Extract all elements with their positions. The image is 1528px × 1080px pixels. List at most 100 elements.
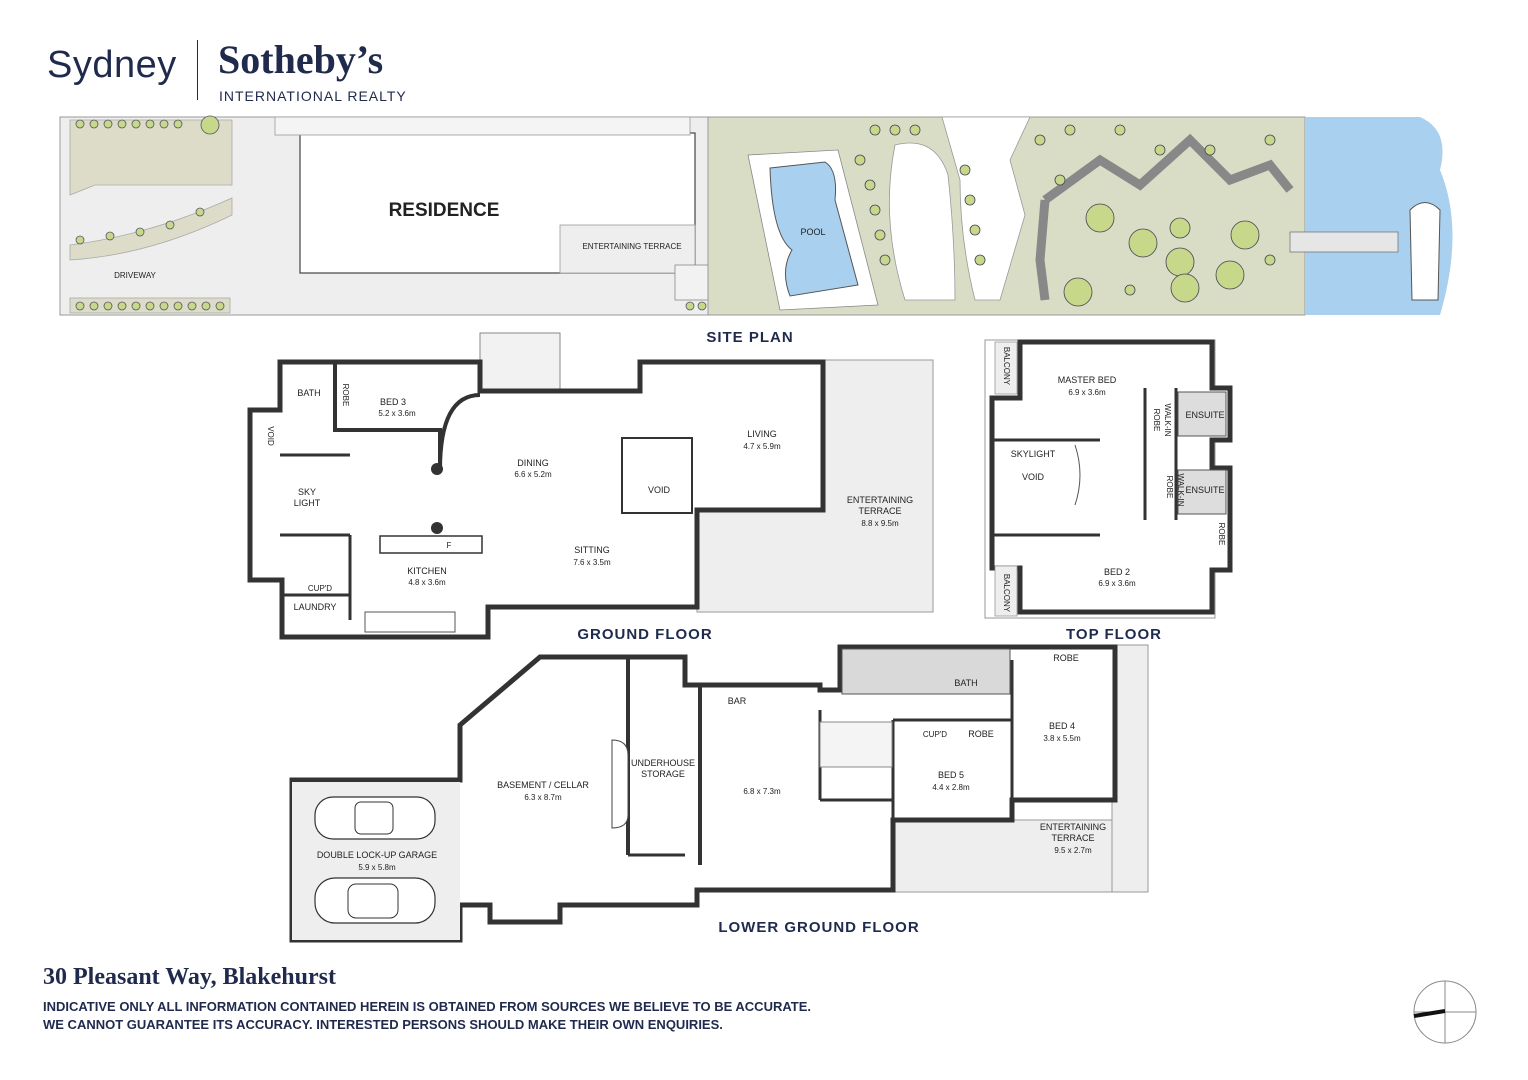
- lower-robe-label-2: ROBE: [968, 729, 994, 739]
- basement-size: 6.3 x 8.7m: [524, 793, 562, 802]
- top-balcony-label-1: BALCONY: [1002, 347, 1011, 386]
- bed4-size: 3.8 x 5.5m: [1043, 734, 1081, 743]
- kitchen-island: [379, 535, 483, 554]
- brand-name: Sotheby’s: [218, 37, 384, 82]
- ground-void: [621, 437, 693, 514]
- ground-robe-label: ROBE: [341, 384, 350, 407]
- boat-icon: [1409, 202, 1441, 301]
- site-terrace: [559, 224, 696, 274]
- pool: [769, 161, 859, 297]
- walkin-label-1: WALK-IN: [1163, 403, 1172, 436]
- ground-terrace-label-1: ENTERTAINING: [847, 495, 913, 505]
- skylight-label-2: LIGHT: [294, 498, 321, 508]
- lower-robe-label-1: ROBE: [1053, 653, 1079, 663]
- brand-divider: [197, 40, 198, 100]
- garage-size: 5.9 x 5.8m: [358, 863, 396, 872]
- ensuite-label-1: ENSUITE: [1185, 410, 1224, 420]
- lower-terrace-label-2: TERRACE: [1051, 833, 1094, 843]
- disclaimer-line-1: INDICATIVE ONLY ALL INFORMATION CONTAINE…: [43, 999, 811, 1014]
- bed5-size: 4.4 x 2.8m: [932, 783, 970, 792]
- ground-terrace-size: 8.8 x 9.5m: [861, 519, 899, 528]
- site-plan-title: SITE PLAN: [706, 329, 793, 346]
- bed4-label: BED 4: [1049, 721, 1075, 731]
- master-bed-size: 6.9 x 3.6m: [1068, 388, 1106, 397]
- lower-stairs: [819, 721, 893, 768]
- laundry-label: LAUNDRY: [294, 602, 337, 612]
- ground-entry-stairs: [479, 332, 561, 392]
- ground-cupd-label: CUP'D: [308, 584, 332, 593]
- property-address: 30 Pleasant Way, Blakehurst: [43, 964, 336, 990]
- ground-floor: BATH ROBE BED 3 5.2 x 3.6m VOID SKY LIGH…: [247, 332, 934, 643]
- bed5-label: BED 5: [938, 770, 964, 780]
- master-bed-label: MASTER BED: [1058, 375, 1117, 385]
- bed3-label: BED 3: [380, 397, 406, 407]
- disclaimer-line-2: WE CANNOT GUARANTEE ITS ACCURACY. INTERE…: [43, 1017, 723, 1032]
- sitting-label: SITTING: [574, 545, 610, 555]
- lower-floor-title: LOWER GROUND FLOOR: [718, 919, 919, 936]
- top-robe-label: ROBE: [1217, 523, 1226, 546]
- garden-path-loop: [888, 142, 956, 301]
- lower-cupd-label: CUP'D: [923, 730, 947, 739]
- top-balcony-label-2: BALCONY: [1002, 574, 1011, 613]
- ensuite-label-2: ENSUITE: [1185, 485, 1224, 495]
- garage-label: DOUBLE LOCK-UP GARAGE: [317, 850, 437, 860]
- rumpus-size: 6.8 x 7.3m: [743, 787, 781, 796]
- walkin-robe-label-1: ROBE: [1152, 409, 1161, 432]
- underhouse-label-1: UNDERHOUSE: [631, 758, 695, 768]
- compass-icon: [1413, 980, 1477, 1044]
- residence-front-step: [274, 116, 691, 136]
- skylight-curve: [1074, 444, 1081, 506]
- top-floor: BALCONY BALCONY MASTER BED 6.9 x 3.6m WA…: [984, 339, 1233, 643]
- living-size: 4.7 x 5.9m: [743, 442, 781, 451]
- walkin-robe-label-2: ROBE: [1165, 476, 1174, 499]
- garden-rock-area: [941, 116, 1031, 301]
- ground-void-side-label: VOID: [266, 426, 275, 446]
- fridge-label: F: [447, 541, 452, 550]
- top-void-label: VOID: [1022, 472, 1045, 482]
- site-plan: RESIDENCE DRIVEWAY ENTERTAINING TERRACE …: [59, 115, 1453, 346]
- brand-subtitle: INTERNATIONAL REALTY: [219, 88, 407, 104]
- lower-ground-floor: BATH ROBE BAR BED 4 3.8 x 5.5m CUP'D ROB…: [289, 644, 1149, 943]
- top-floor-title: TOP FLOOR: [1066, 626, 1162, 643]
- living-label: LIVING: [747, 429, 777, 439]
- garden-boardwalk: [1042, 133, 1294, 204]
- lower-side-paving: [1111, 644, 1149, 893]
- column: [431, 522, 443, 534]
- walkin-label-2: WALK-IN: [1176, 473, 1185, 506]
- column: [431, 463, 443, 475]
- ground-bath-label: BATH: [297, 388, 320, 398]
- bar-label: BAR: [728, 696, 747, 706]
- top-ensuite-lower: [1177, 469, 1227, 515]
- top-ensuite-upper: [1177, 391, 1227, 437]
- bed3-size: 5.2 x 3.6m: [378, 409, 416, 418]
- car-icon: [314, 877, 436, 924]
- bed2-label: BED 2: [1104, 567, 1130, 577]
- bed2-size: 6.9 x 3.6m: [1098, 579, 1136, 588]
- skylight-label-1: SKY: [298, 487, 316, 497]
- kitchen-bench: [364, 611, 456, 633]
- underhouse-label-2: STORAGE: [641, 769, 685, 779]
- sitting-size: 7.6 x 3.5m: [573, 558, 611, 567]
- top-balcony-lower: [994, 565, 1018, 617]
- garden-trees: [854, 124, 1276, 307]
- basement-label: BASEMENT / CELLAR: [497, 780, 589, 790]
- site-terrace-label: ENTERTAINING TERRACE: [582, 242, 681, 251]
- pool-label: POOL: [800, 227, 825, 237]
- underhouse-screen: [611, 739, 629, 829]
- lower-bath-tiles: [841, 648, 1011, 695]
- ground-void-label: VOID: [648, 485, 671, 495]
- lower-bath-label: BATH: [954, 678, 977, 688]
- top-balcony-upper: [994, 341, 1018, 395]
- lower-terrace-label-1: ENTERTAINING: [1040, 822, 1106, 832]
- skylight-label: SKYLIGHT: [1011, 449, 1056, 459]
- kitchen-label: KITCHEN: [407, 566, 447, 576]
- residence-label: RESIDENCE: [389, 200, 500, 221]
- ground-terrace-label-2: TERRACE: [858, 506, 901, 516]
- car-icon: [314, 796, 436, 840]
- garden-boardwalk-lower: [1035, 199, 1050, 301]
- kitchen-size: 4.8 x 3.6m: [408, 578, 446, 587]
- lower-terrace-size: 9.5 x 2.7m: [1054, 846, 1092, 855]
- brand-city: Sydney: [47, 44, 177, 86]
- dining-label: DINING: [517, 458, 549, 468]
